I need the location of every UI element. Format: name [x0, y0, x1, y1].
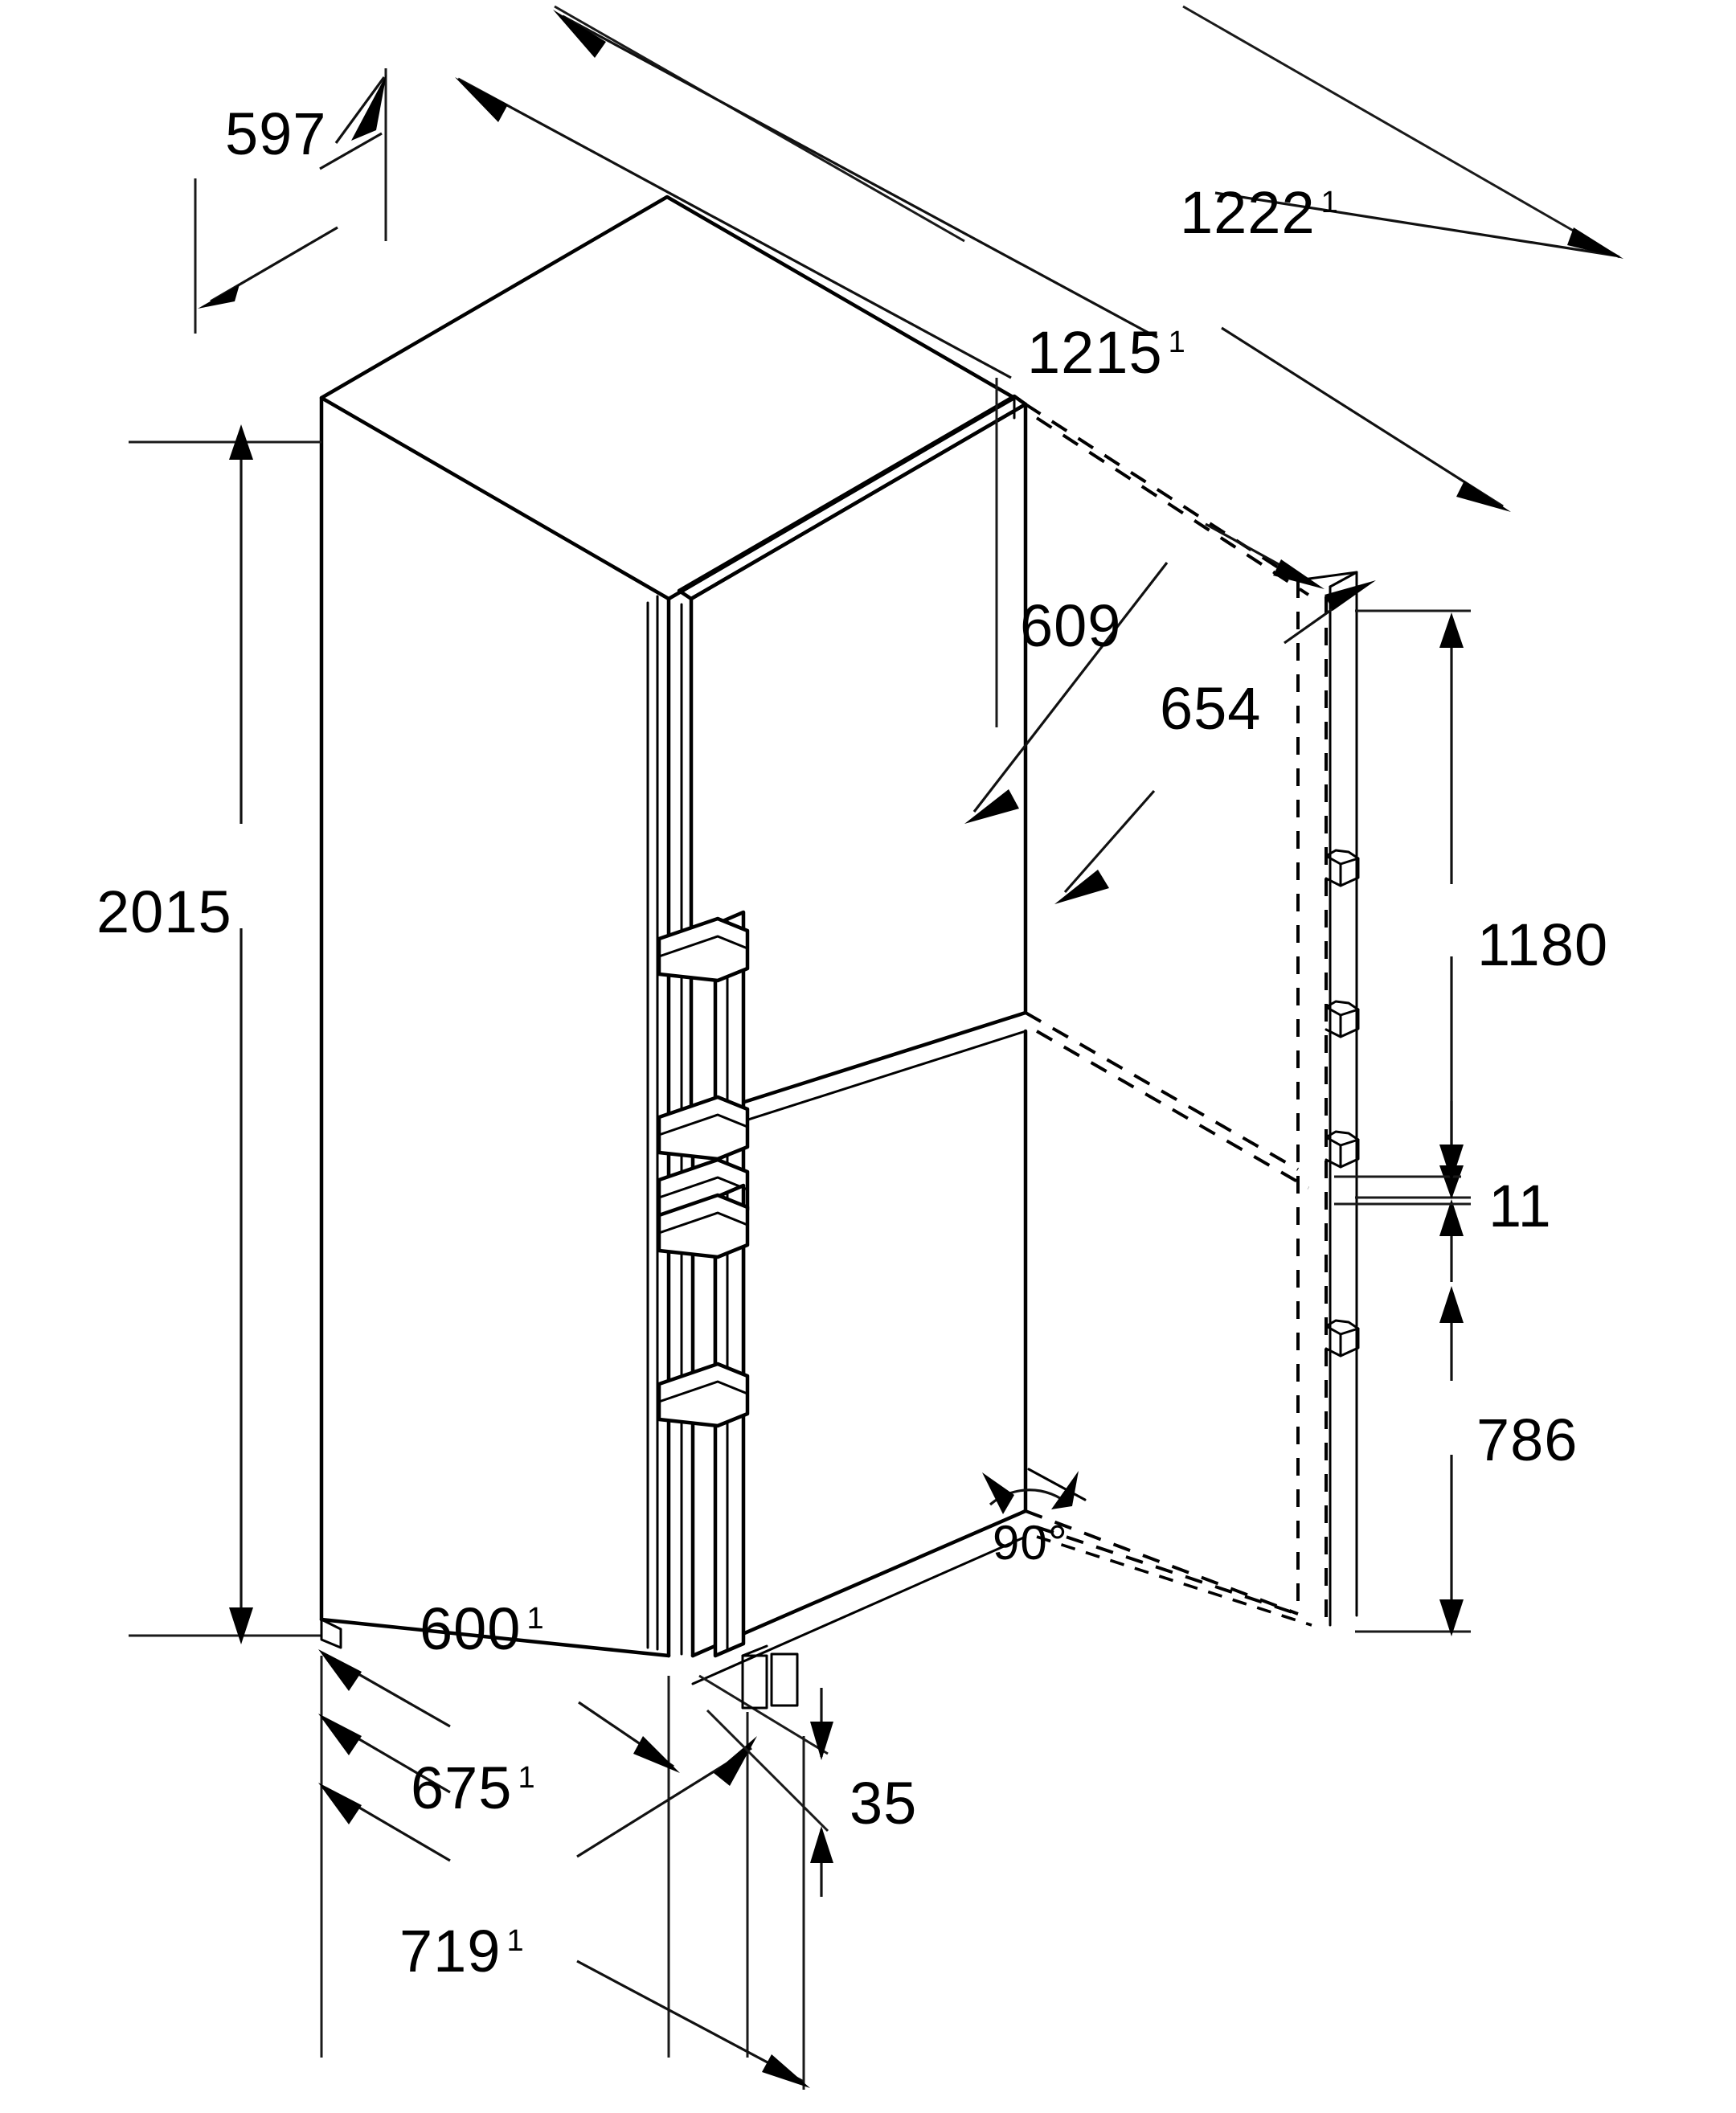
- dimension-609: [964, 378, 1325, 824]
- dimension-35: [698, 1674, 833, 1897]
- dimension-label-597: 597: [225, 100, 327, 167]
- base-foot-detail: [320, 1618, 799, 1710]
- dimension-2015: [129, 424, 321, 1644]
- dimension-label-11: 11: [1488, 1173, 1552, 1239]
- dimension-1215: [455, 77, 1511, 512]
- dimension-90-degrees: [982, 1468, 1087, 1514]
- dimension-654: [1054, 580, 1376, 904]
- dimension-1180: [1355, 609, 1471, 1199]
- dimension-11: [1334, 1101, 1464, 1282]
- dimension-1222: [553, 5, 1623, 339]
- dimension-label-90-degrees: 90°: [993, 1516, 1068, 1570]
- dimension-label-609: 609: [1020, 592, 1122, 659]
- dimension-600: [318, 1649, 680, 2058]
- dimension-label-654: 654: [1160, 675, 1262, 742]
- door-open-projection: [1024, 403, 1328, 1627]
- dimension-label-2015: 2015: [96, 878, 232, 945]
- open-door-handle-marks: [1325, 849, 1360, 1357]
- dimension-label-786: 786: [1476, 1407, 1578, 1473]
- dimension-label-35: 35: [850, 1770, 918, 1837]
- dimension-719: [318, 1736, 810, 2090]
- dimension-786: [1355, 1202, 1471, 1636]
- dimension-label-1180: 1180: [1477, 911, 1609, 978]
- lower-door-handle: [657, 1183, 750, 1658]
- cabinet-body: [319, 195, 1017, 1658]
- dimension-675: [318, 1712, 757, 2058]
- dimension-597: [194, 68, 387, 334]
